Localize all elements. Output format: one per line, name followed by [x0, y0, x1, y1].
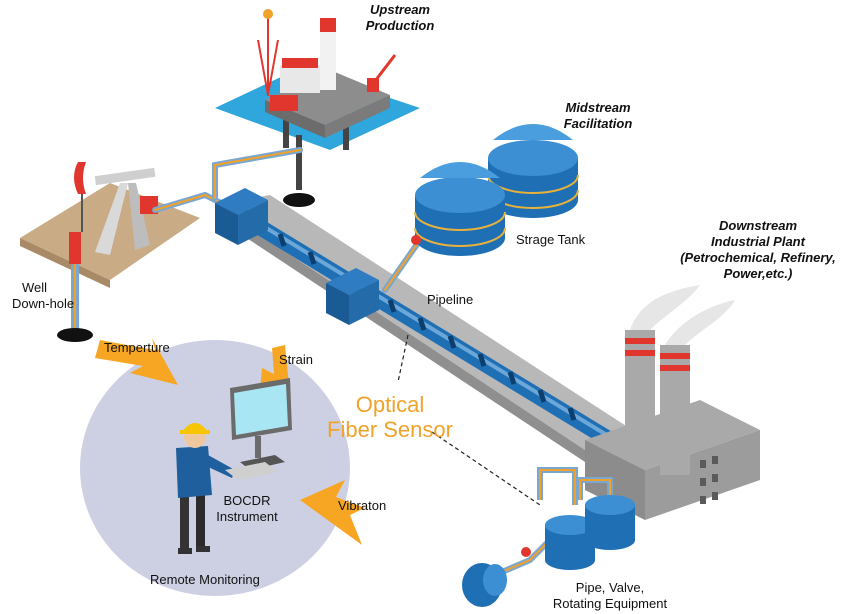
upstream-line-2: Production — [365, 18, 435, 33]
optical-fiber-line-2: Fiber Sensor — [327, 417, 453, 442]
equipment-line-1: Pipe, Valve, — [575, 580, 645, 595]
offshore-rig-icon — [257, 9, 397, 207]
pump-icon — [462, 563, 507, 607]
midstream-line-1: Midstream — [565, 100, 631, 115]
equipment-label: Pipe, Valve, Rotating Equipment — [540, 580, 680, 612]
well-label: Well Down-hole — [12, 280, 74, 312]
fiber-leader-top — [397, 334, 409, 383]
valve-icon — [411, 235, 421, 245]
vibration-label: Vibraton — [338, 498, 387, 513]
remote-monitoring-label: Remote Monitoring — [150, 572, 260, 587]
junction-box-icon — [215, 188, 379, 325]
well-casing — [57, 232, 93, 342]
upstream-line-1: Upstream — [370, 2, 430, 17]
downstream-line-2: Industrial Plant — [711, 234, 805, 249]
equipment-line-2: Rotating Equipment — [552, 596, 668, 611]
equipment-pipes — [493, 467, 613, 578]
midstream-line-2: Facilitation — [563, 116, 633, 131]
downstream-line-3: (Petrochemical, Refinery, — [680, 250, 836, 265]
instrument-line-1: BOCDR — [223, 493, 271, 508]
downstream-line-1: Downstream — [718, 218, 798, 233]
instrument-label: BOCDR Instrument — [207, 493, 287, 525]
storage-tank-label: Strage Tank — [516, 232, 586, 247]
optical-fiber-label: Optical Fiber Sensor — [320, 392, 460, 442]
downstream-label: Downstream Industrial Plant (Petrochemic… — [668, 218, 848, 282]
midstream-label: Midstream Facilitation — [548, 100, 648, 132]
fiber-leader-bottom — [431, 431, 541, 506]
equipment-tanks — [545, 495, 635, 570]
optical-fiber-line-1: Optical — [355, 392, 425, 417]
storage-tank-icon — [414, 124, 579, 256]
strain-label: Strain — [279, 352, 313, 367]
pipeline-label: Pipeline — [427, 292, 474, 307]
temperature-label: Temperture — [104, 340, 170, 355]
well-line-2: Down-hole — [12, 296, 75, 311]
pipe-rings — [277, 233, 577, 421]
monitor-icon — [225, 378, 292, 480]
instrument-line-2: Instrument — [216, 509, 278, 524]
feeder-pipes — [152, 147, 423, 293]
upstream-label: Upstream Production — [355, 2, 445, 34]
downstream-line-4: Power,etc.) — [723, 266, 793, 281]
operator-icon — [176, 423, 235, 554]
temperature-arrow — [95, 338, 178, 385]
vibration-arrow — [300, 480, 365, 545]
well-line-1: Well — [22, 280, 48, 295]
